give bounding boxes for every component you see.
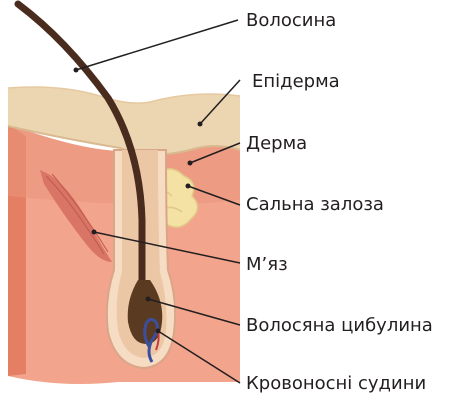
label-dermis: Дерма — [246, 133, 307, 154]
label-blood-vessels: Кровоносні судини — [246, 373, 426, 394]
label-sebaceous-gland: Сальна залоза — [246, 194, 384, 215]
label-hair-bulb: Волосяна цибулина — [246, 315, 433, 336]
label-hair: Волосина — [246, 10, 336, 31]
label-muscle: М’яз — [246, 254, 288, 275]
leader-line-hair — [76, 20, 238, 70]
label-epidermis: Епідерма — [252, 71, 340, 92]
